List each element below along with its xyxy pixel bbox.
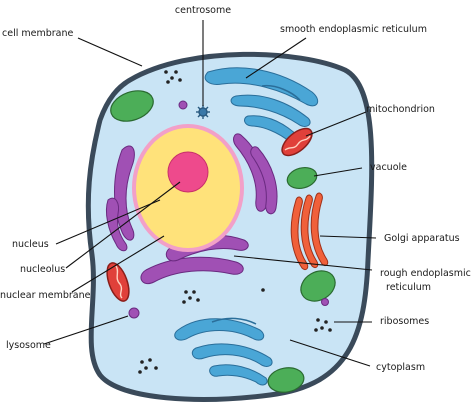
vacuole-bottom xyxy=(267,367,305,393)
vacuole-right xyxy=(286,166,318,190)
label-rough-er-line1: rough endoplasmic xyxy=(380,268,471,279)
label-smooth-er: smooth endoplasmic reticulum xyxy=(280,24,427,35)
label-nuclear-membrane: nuclear membrane xyxy=(0,290,91,301)
label-lysosome: lysosome xyxy=(6,340,51,351)
label-nucleolus: nucleolus xyxy=(20,264,65,275)
rough-er xyxy=(105,133,278,284)
label-rough-er-line2: reticulum xyxy=(386,282,431,293)
vacuole-top-left xyxy=(110,90,154,122)
label-mitochondrion: mitochondrion xyxy=(366,104,435,115)
lysosome-small-right xyxy=(321,298,329,306)
label-centrosome: centrosome xyxy=(175,5,231,16)
centrosome-shape xyxy=(196,105,210,119)
leader-lines xyxy=(43,20,377,367)
nucleolus-shape xyxy=(167,151,209,193)
lysosome-small xyxy=(178,100,188,110)
label-cell-membrane: cell membrane xyxy=(2,28,73,39)
mitochondrion-right xyxy=(281,127,313,157)
labels: centrosome cell membrane smooth endoplas… xyxy=(0,5,471,373)
smooth-er-top xyxy=(204,67,319,146)
lysosome-shape xyxy=(128,307,140,319)
label-vacuole: vacuole xyxy=(370,162,407,173)
label-golgi: Golgi apparatus xyxy=(384,233,460,244)
label-cytoplasm: cytoplasm xyxy=(376,362,425,373)
smooth-er-bottom xyxy=(174,317,273,386)
ribosomes-dots xyxy=(138,70,332,374)
label-ribosomes: ribosomes xyxy=(380,316,429,327)
golgi-apparatus-shape xyxy=(290,192,329,271)
label-nucleus: nucleus xyxy=(12,239,49,250)
mitochondrion-left xyxy=(106,262,130,302)
